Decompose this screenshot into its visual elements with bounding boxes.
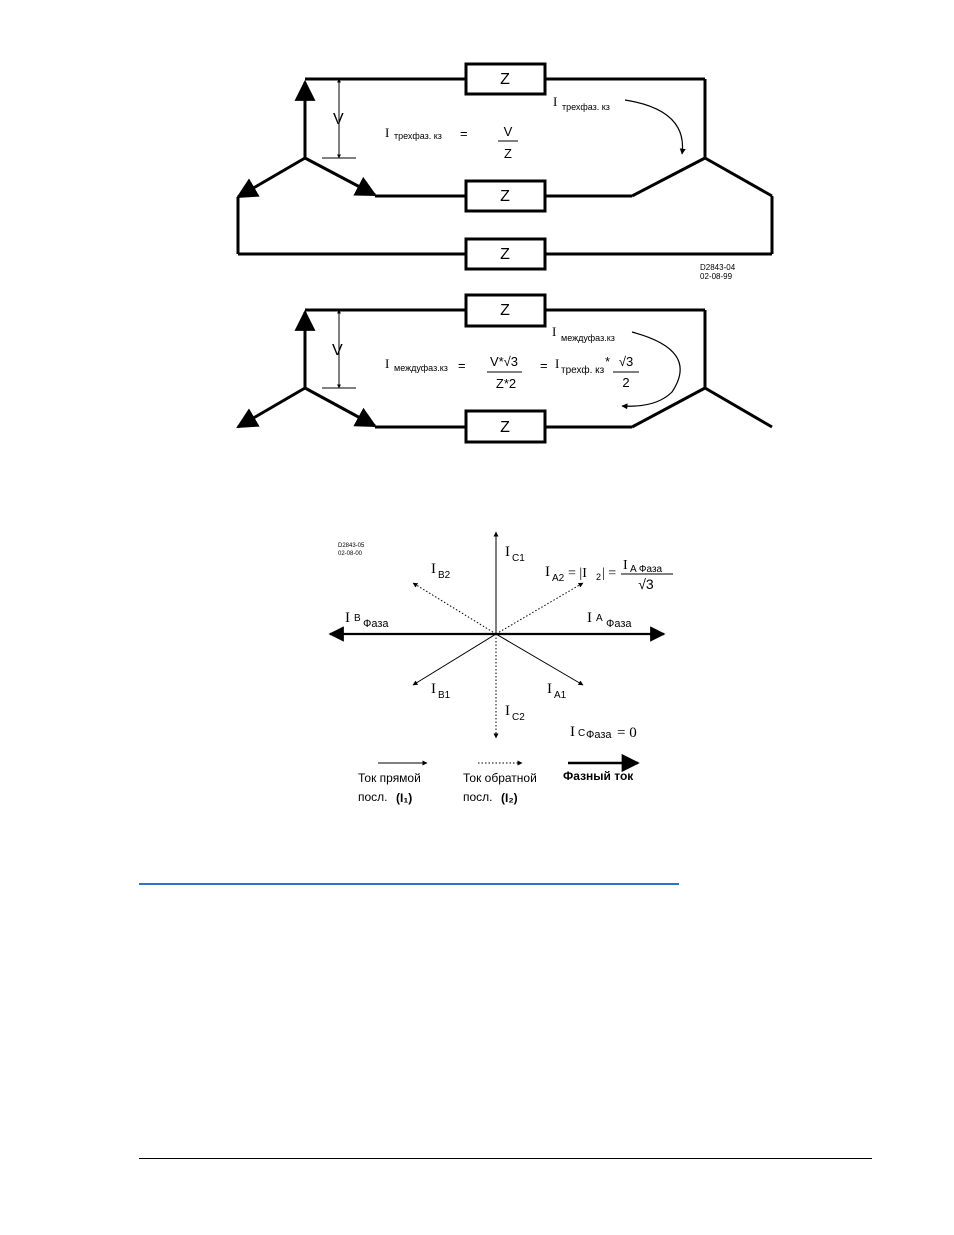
- ia1-sub: A1: [554, 690, 567, 701]
- ic-phase-word: Фаза: [586, 729, 612, 741]
- formula-equals: =: [460, 126, 468, 141]
- legend-positive-line2: посл.: [358, 790, 388, 804]
- voltage-marker: [322, 78, 356, 159]
- impedance-label: Z: [500, 71, 510, 88]
- formula-rhs-mult: *: [605, 354, 610, 369]
- ia2-vector: [495, 582, 584, 635]
- formula-numerator: V: [504, 124, 513, 139]
- current-arrow-sub: трехфаз. кз: [562, 102, 610, 112]
- current-arrow-label: I: [552, 324, 556, 339]
- impedance-label: Z: [500, 188, 510, 205]
- legend-negative-line2: посл.: [463, 790, 493, 804]
- impedance-box: [464, 237, 547, 271]
- ib2-sub: B2: [438, 570, 451, 581]
- legend-negative-symbol: (I₂): [501, 791, 518, 805]
- ib2-label: I: [431, 561, 436, 577]
- ic-phase-label: I: [570, 724, 575, 740]
- formula-denominator: Z*2: [496, 376, 516, 391]
- drawing-code: D2843-04: [700, 263, 736, 272]
- voltage-label: V: [333, 111, 344, 128]
- legend-positive-line1: Ток прямой: [358, 771, 421, 785]
- ic2-sub: C2: [512, 712, 525, 723]
- ib-phase-label: I: [345, 610, 350, 626]
- ib-phase-sub: B: [354, 613, 361, 624]
- drawing-code: D2843-05: [338, 543, 365, 549]
- voltage-label: V: [332, 342, 343, 359]
- formula-rhs: I: [555, 356, 559, 371]
- ib2-vector: [412, 582, 497, 635]
- formula-equals: =: [458, 358, 466, 373]
- ic1-sub: C1: [512, 553, 525, 564]
- legend-negative-line1: Ток обратной: [463, 771, 537, 785]
- ic-phase-equals: = 0: [617, 725, 637, 741]
- section-divider: [139, 883, 679, 885]
- drawing-date: 02-08-00: [338, 551, 363, 557]
- ic1-label: I: [505, 544, 510, 560]
- ia2-sub: A2: [552, 573, 565, 584]
- formula-rhs-sub: трехф. кз: [561, 364, 605, 376]
- impedance-box: [464, 179, 547, 213]
- phase-to-phase-fault-circuit: Z Z V I междуфаз.кз I междуфаз.кз = V*√3…: [236, 293, 773, 444]
- ia-phase-word: Фаза: [606, 618, 632, 630]
- formula-numerator: V*√3: [490, 354, 518, 369]
- impedance-box: [464, 409, 547, 444]
- ic2-label: I: [505, 703, 510, 719]
- ia2-equals: = |I: [568, 566, 587, 581]
- formula-rhs-numerator: √3: [619, 354, 633, 369]
- formula-lhs-sub: трехфаз. кз: [394, 131, 442, 141]
- ia1-label: I: [547, 681, 552, 697]
- ia2-label: I: [545, 564, 550, 580]
- impedance-box: [464, 293, 547, 328]
- formula-lhs: I: [385, 356, 389, 371]
- ia1-vector: [495, 633, 584, 686]
- ib1-vector: [412, 633, 497, 686]
- ib1-sub: B1: [438, 690, 451, 701]
- ia2-num: I: [623, 558, 628, 573]
- ib-phase-word: Фаза: [363, 618, 389, 630]
- ia-phase-label: I: [587, 610, 592, 626]
- formula-lhs-sub: междуфаз.кз: [394, 363, 448, 373]
- ia2-eq-sub: 2: [596, 572, 601, 582]
- three-phase-fault-circuit: Z Z Z V I трехфаз. кз I трехфаз. кз = V …: [236, 62, 774, 281]
- ic-phase-sub: C: [578, 728, 585, 739]
- drawing-date: 02-08-99: [700, 272, 733, 281]
- current-arrow-sub: междуфаз.кз: [561, 333, 615, 343]
- formula-rhs-denominator: 2: [622, 375, 629, 390]
- formula-lhs: I: [385, 125, 389, 140]
- legend-phase-current: Фазный ток: [563, 769, 634, 783]
- ia2-num-sub: A Фаза: [630, 564, 663, 575]
- phasor-diagram: D2843-05 02-08-00 I C1 I B2 I A2 = |I 2 …: [328, 531, 673, 805]
- current-arc-arrow: [621, 331, 681, 410]
- impedance-box: [464, 62, 547, 96]
- formula-equals: =: [540, 358, 548, 373]
- impedance-label: Z: [500, 246, 510, 263]
- impedance-label: Z: [500, 302, 510, 319]
- current-arrow-label: I: [553, 94, 557, 109]
- ia2-den: √3: [638, 576, 654, 592]
- legend: Ток прямой посл. (I₁) Ток обратной посл.…: [358, 753, 640, 805]
- current-arc-arrow: [624, 99, 686, 155]
- legend-positive-symbol: (I₁): [396, 791, 412, 805]
- formula-denominator: Z: [504, 146, 512, 161]
- ib1-label: I: [431, 681, 436, 697]
- impedance-label: Z: [500, 419, 510, 436]
- ia-phase-sub: A: [596, 613, 603, 624]
- footer-rule: [139, 1158, 872, 1159]
- voltage-marker: [322, 309, 356, 389]
- ia2-equals2: | =: [602, 566, 616, 581]
